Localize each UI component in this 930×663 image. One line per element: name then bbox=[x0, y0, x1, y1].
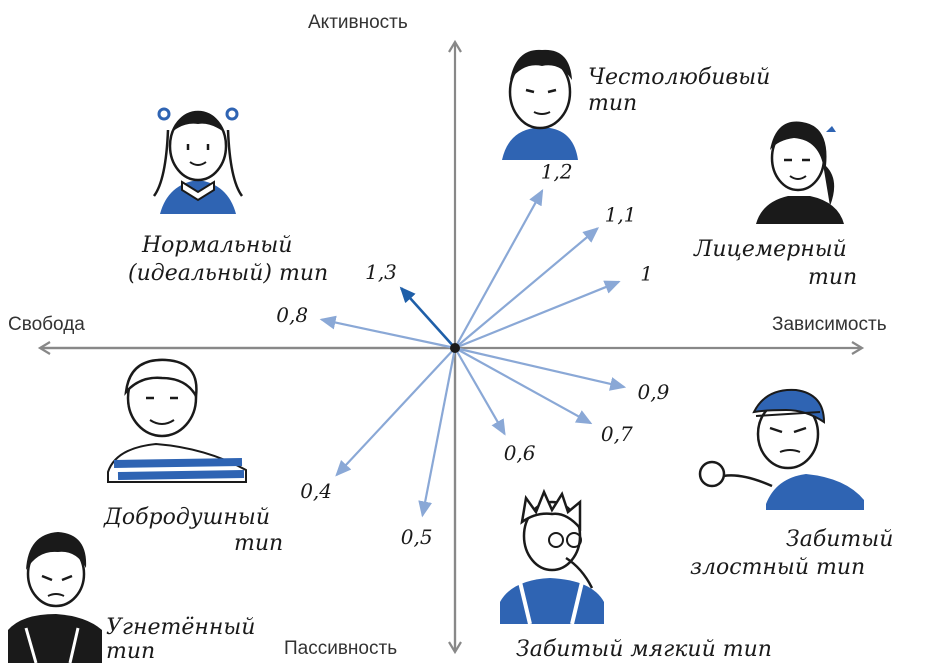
axis-label-bottom: Пассивность bbox=[284, 638, 397, 659]
label-goodnatured: Добродушный тип bbox=[103, 505, 283, 556]
axis-label-right: Зависимость bbox=[772, 314, 887, 335]
axis-label-top: Активность bbox=[308, 12, 408, 33]
vector-arrow-1 bbox=[454, 188, 544, 349]
label-oppressed: Угнетённый тип bbox=[106, 615, 262, 663]
label-oppressed-line2: тип bbox=[106, 639, 155, 663]
vector-label-1: 1,2 bbox=[541, 160, 573, 184]
vector-arrow-4 bbox=[454, 346, 627, 391]
illustration-softbeaten bbox=[500, 488, 604, 625]
vector-arrow-5 bbox=[454, 347, 593, 425]
label-hypocritical-line1: Лицемерный bbox=[693, 237, 847, 262]
vector-label-9: 0,8 bbox=[276, 303, 308, 327]
label-ambitious-line2: тип bbox=[588, 91, 637, 116]
illustration-normal bbox=[152, 107, 244, 214]
label-hypocritical: Лицемерный тип bbox=[693, 237, 857, 290]
vector-label-2: 1,1 bbox=[605, 202, 637, 226]
vector-arrow-0 bbox=[399, 286, 456, 349]
vector-label-0: 1,3 bbox=[365, 260, 397, 284]
vector-arrow-7 bbox=[418, 347, 457, 518]
vectors-group: 1,3 1,2 1,1 1 0,90,7 0,6 0,5 0,4 0,8 bbox=[276, 160, 669, 550]
label-normal-line2: (идеальный) тип bbox=[128, 261, 328, 286]
label-ambitious-line1: Честолюбивый bbox=[588, 65, 770, 90]
illustration-ambitious bbox=[502, 49, 578, 160]
vector-label-3: 1 bbox=[640, 262, 653, 286]
label-angrybeaten: Забитый злостный тип bbox=[690, 527, 900, 580]
label-hypocritical-line2: тип bbox=[808, 265, 857, 290]
vector-arrow-3 bbox=[454, 280, 621, 350]
vector-label-7: 0,5 bbox=[401, 525, 433, 549]
label-oppressed-line1: Угнетённый bbox=[106, 615, 255, 640]
label-normal: Нормальный (идеальный) тип bbox=[128, 233, 328, 286]
label-softbeaten: Забитый мягкий тип bbox=[516, 637, 772, 662]
illustration-angrybeaten bbox=[698, 388, 864, 510]
label-angrybeaten-line1: Забитый bbox=[786, 527, 893, 552]
vector-arrow-2 bbox=[454, 227, 600, 349]
axis-label-left: Свобода bbox=[8, 314, 85, 335]
illustration-goodnatured bbox=[107, 358, 247, 483]
vector-arrow-6 bbox=[454, 347, 506, 436]
illustration-hypocritical bbox=[756, 121, 844, 224]
label-ambitious: Честолюбивый тип bbox=[588, 65, 777, 116]
label-goodnatured-line1: Добродушный bbox=[103, 505, 270, 530]
vector-label-4: 0,9 bbox=[637, 380, 669, 404]
illustration-oppressed bbox=[8, 532, 102, 663]
origin-dot bbox=[450, 343, 460, 353]
label-goodnatured-line2: тип bbox=[234, 531, 283, 556]
vector-arrow-8 bbox=[335, 347, 456, 477]
vector-label-6: 0,6 bbox=[504, 441, 536, 465]
label-softbeaten-line1: Забитый мягкий тип bbox=[516, 637, 772, 662]
vector-label-8: 0,4 bbox=[300, 479, 332, 503]
vector-label-5: 0,7 bbox=[601, 422, 633, 446]
label-angrybeaten-line2: злостный тип bbox=[690, 555, 865, 580]
vector-arrow-9 bbox=[319, 315, 456, 350]
label-normal-line1: Нормальный bbox=[141, 233, 292, 258]
type-labels: Честолюбивый тип Лицемерный тип Нормальн… bbox=[103, 65, 900, 663]
